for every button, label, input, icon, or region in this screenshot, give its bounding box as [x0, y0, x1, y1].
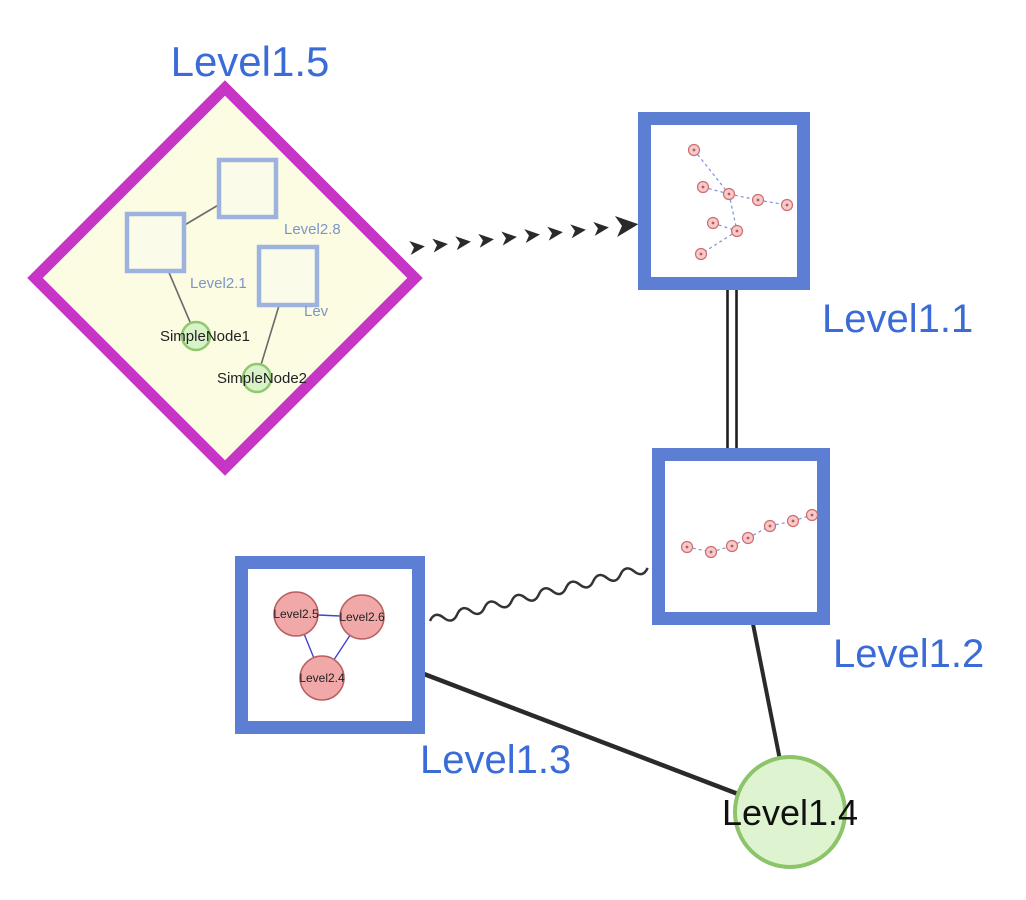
level13-label: Level1.3 — [420, 738, 571, 782]
node-level28-square[interactable] — [216, 157, 279, 220]
node-level11[interactable] — [638, 112, 810, 290]
node-level24[interactable] — [299, 655, 345, 701]
node-level26[interactable] — [339, 594, 385, 640]
arrow-dash-segment — [409, 239, 426, 255]
node-level13[interactable]: Level2.5 Level2.6 Level2.4 — [235, 556, 425, 734]
node-level25[interactable] — [273, 591, 319, 637]
edge-level13-level14[interactable] — [423, 671, 739, 797]
level11-box[interactable] — [638, 112, 810, 290]
level24-label: Level2.4 — [299, 671, 345, 685]
node-simplenode1[interactable] — [180, 320, 212, 352]
edge-level12-level13[interactable] — [428, 564, 649, 626]
level26-label: Level2.6 — [339, 610, 385, 624]
arrow-dash-segment — [432, 237, 449, 253]
level14-circle[interactable] — [733, 755, 847, 869]
level12-box[interactable] — [652, 448, 830, 625]
arrow-dash-segment — [547, 225, 564, 241]
level15-label: Level1.5 — [171, 38, 330, 85]
edge-level12-level14[interactable] — [751, 623, 782, 761]
node-level12[interactable] — [652, 448, 830, 625]
edge-level15-level11[interactable] — [409, 213, 640, 255]
level12-label: Level1.2 — [833, 632, 984, 676]
arrow-dash-segment — [524, 227, 541, 244]
level13-mini-graph: Level2.5 Level2.6 Level2.4 — [273, 591, 385, 701]
wavy-edge-path[interactable] — [428, 564, 649, 626]
level12-mini-graph — [680, 508, 819, 559]
node-lev-square[interactable] — [256, 244, 320, 308]
arrow-dash-segment — [455, 234, 472, 251]
arrow-dash-segment — [570, 222, 587, 239]
arrow-dash-segment — [501, 229, 518, 246]
level21-label: Level2.1 — [190, 275, 247, 292]
simplenode2-label: SimpleNode2 — [217, 370, 307, 387]
level28-label: Level2.8 — [284, 221, 341, 238]
level13-box[interactable] — [235, 556, 425, 734]
edge-level11-level12[interactable] — [726, 290, 738, 450]
node-simplenode2[interactable] — [241, 362, 273, 394]
arrow-dash-segment — [478, 232, 495, 248]
arrowhead — [614, 213, 640, 237]
level15-diamond[interactable] — [27, 80, 423, 476]
level11-label: Level1.1 — [822, 297, 973, 341]
node-level21-square[interactable] — [124, 211, 187, 274]
level25-label: Level2.5 — [273, 607, 319, 621]
simplenode1-label: SimpleNode1 — [160, 328, 250, 345]
node-level15[interactable]: Level2.8 Level2.1 Lev SimpleNode1 Simple… — [27, 80, 423, 476]
node-level14[interactable] — [733, 755, 847, 869]
level11-mini-graph — [687, 143, 794, 261]
lev-label: Lev — [304, 303, 329, 320]
arrow-dash-segment — [593, 220, 610, 236]
level14-label: Level1.4 — [722, 792, 858, 833]
